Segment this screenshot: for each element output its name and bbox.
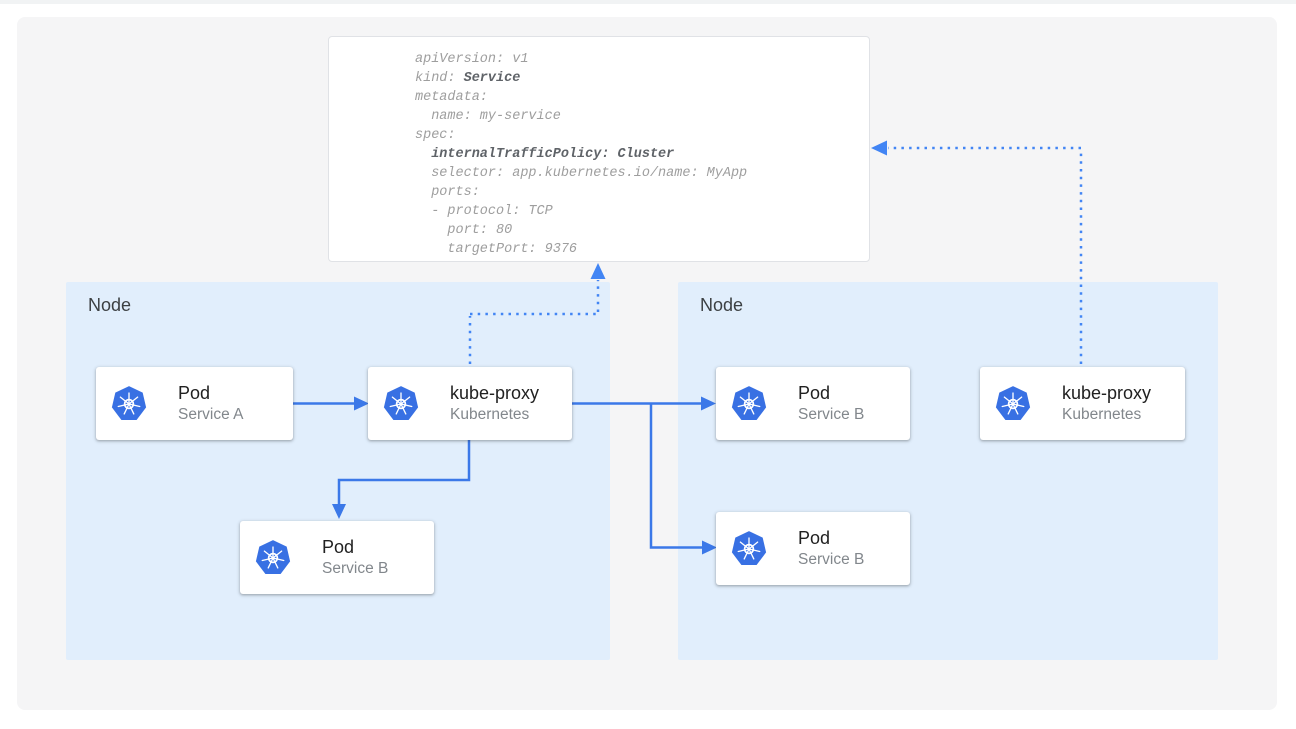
- yaml-line: name: my-service: [415, 109, 561, 124]
- yaml-line: spec:: [415, 128, 456, 143]
- pod-card-service-b-left: Pod Service B: [240, 521, 434, 594]
- card-title: Pod: [798, 528, 831, 548]
- card-title: kube-proxy: [1062, 383, 1152, 403]
- kube-proxy-card-right: kube-proxy Kubernetes: [980, 367, 1185, 440]
- kubernetes-icon: [731, 530, 767, 565]
- yaml-line: port: 80: [415, 223, 513, 238]
- kubernetes-icon: [111, 385, 147, 420]
- card-title: Pod: [178, 383, 211, 403]
- service-yaml-card: apiVersion: v1 kind: Service metadata: n…: [328, 36, 870, 262]
- pod-card-service-a: Pod Service A: [96, 367, 293, 440]
- yaml-line: targetPort: 9376: [415, 242, 578, 257]
- top-divider-strip: [0, 0, 1296, 4]
- yaml-line: kind: Service: [415, 71, 521, 86]
- pod-card-service-b-right-bottom: Pod Service B: [716, 512, 910, 585]
- card-subtitle: Service B: [798, 406, 865, 423]
- card-subtitle: Service B: [322, 560, 389, 577]
- kubernetes-icon: [731, 385, 767, 420]
- node-label: Node: [700, 295, 744, 315]
- card-subtitle: Service A: [178, 406, 244, 423]
- kubernetes-icon: [383, 385, 419, 420]
- card-subtitle: Kubernetes: [450, 406, 530, 423]
- node-box-right: Node: [678, 282, 1218, 660]
- yaml-line: metadata:: [415, 90, 488, 105]
- card-subtitle: Service B: [798, 551, 865, 568]
- yaml-line: - protocol: TCP: [415, 204, 553, 219]
- yaml-line: apiVersion: v1: [415, 52, 529, 67]
- kubernetes-icon: [255, 539, 291, 574]
- yaml-line: ports:: [415, 185, 480, 200]
- yaml-line: selector: app.kubernetes.io/name: MyApp: [415, 166, 748, 181]
- card-subtitle: Kubernetes: [1062, 406, 1142, 423]
- card-title: Pod: [798, 383, 831, 403]
- pod-card-service-b-right-top: Pod Service B: [716, 367, 910, 440]
- card-title: kube-proxy: [450, 383, 540, 403]
- yaml-line-internal-traffic-policy: internalTrafficPolicy: Cluster: [431, 147, 675, 162]
- node-box-left: Node: [66, 282, 610, 660]
- card-title: Pod: [322, 537, 355, 557]
- kubernetes-icon: [995, 385, 1031, 420]
- node-label: Node: [88, 295, 132, 315]
- kube-proxy-card-left: kube-proxy Kubernetes: [368, 367, 572, 440]
